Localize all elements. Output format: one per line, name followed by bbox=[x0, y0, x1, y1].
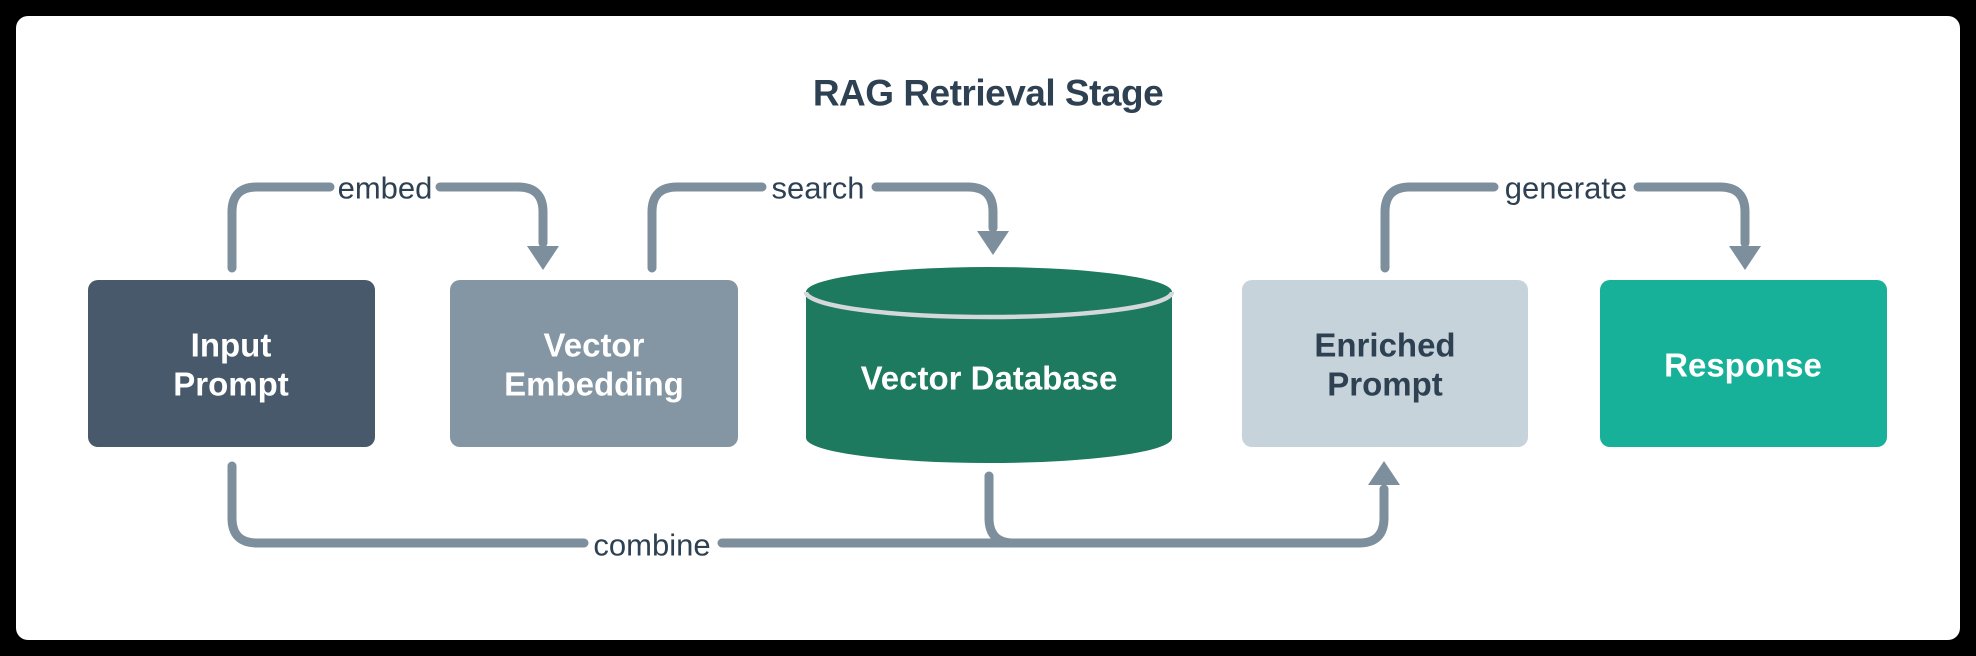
embed-arrowhead-icon bbox=[527, 246, 559, 270]
enriched-prompt-label-line2: Prompt bbox=[1327, 366, 1443, 403]
edge-generate-line-left bbox=[1380, 182, 1499, 273]
edge-search-line-left bbox=[647, 182, 767, 273]
input-prompt-box bbox=[88, 280, 375, 447]
vector-embedding-label-line2: Embedding bbox=[504, 366, 684, 403]
edge-label-generate: generate bbox=[1505, 171, 1627, 206]
edge-labels-group: embed search generate combine bbox=[338, 171, 1628, 563]
response-box bbox=[1600, 280, 1887, 447]
input-prompt-label-line1: Input bbox=[191, 327, 272, 364]
arrowheads-group bbox=[527, 231, 1761, 485]
edge-combine-line-right bbox=[717, 484, 1389, 548]
edge-label-search: search bbox=[771, 171, 864, 206]
diagram-title: RAG Retrieval Stage bbox=[813, 73, 1163, 114]
enriched-prompt-label-line1: Enriched bbox=[1314, 327, 1455, 364]
edge-search-line-right bbox=[871, 182, 998, 233]
edge-label-combine: combine bbox=[593, 528, 710, 563]
node-enriched-prompt: Enriched Prompt bbox=[1242, 280, 1528, 447]
edge-label-embed: embed bbox=[338, 171, 433, 206]
edge-lines-group bbox=[227, 182, 1750, 548]
edge-combine-line-left bbox=[227, 461, 589, 548]
vector-embedding-label-line1: Vector bbox=[544, 327, 645, 364]
vector-database-label: Vector Database bbox=[861, 360, 1118, 397]
response-label: Response bbox=[1664, 347, 1822, 384]
vector-database-cylinder-lid bbox=[806, 267, 1172, 317]
generate-arrowhead-icon bbox=[1729, 246, 1761, 270]
vector-database-cylinder-body bbox=[806, 292, 1172, 463]
input-prompt-label-line2: Prompt bbox=[173, 366, 289, 403]
combine-arrowhead-icon bbox=[1368, 461, 1400, 485]
node-input-prompt: Input Prompt bbox=[88, 280, 375, 447]
edge-embed-line-left bbox=[227, 182, 335, 273]
node-response: Response bbox=[1600, 280, 1887, 447]
edge-generate-line-right bbox=[1633, 182, 1750, 248]
node-vector-embedding: Vector Embedding bbox=[450, 280, 738, 447]
edge-embed-line-right bbox=[435, 182, 548, 248]
enriched-prompt-box bbox=[1242, 280, 1528, 447]
edge-combine-database-drop bbox=[984, 471, 1019, 548]
search-arrowhead-icon bbox=[977, 231, 1009, 255]
vector-database-lid-highlight bbox=[803, 291, 1175, 320]
node-vector-database: Vector Database bbox=[803, 267, 1175, 463]
vector-embedding-box bbox=[450, 280, 738, 447]
